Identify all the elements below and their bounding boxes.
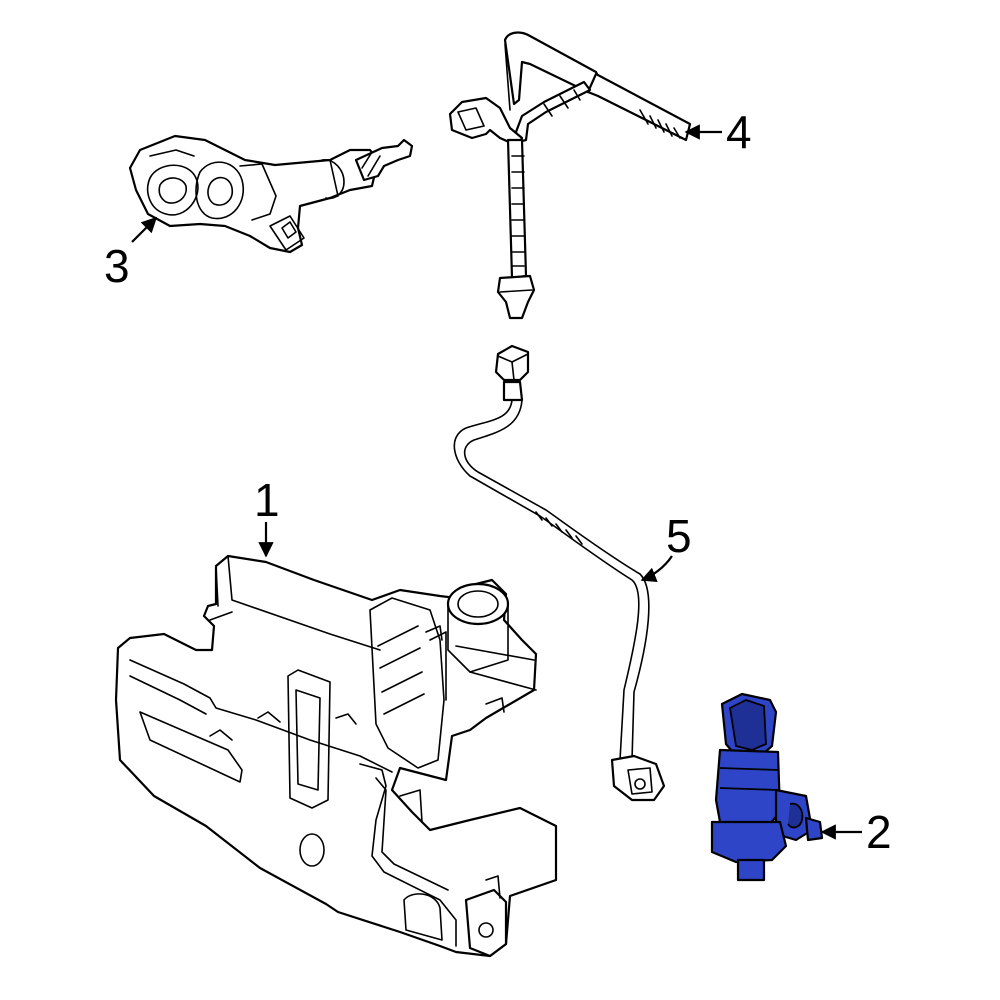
callout-5: 5 — [640, 510, 692, 582]
part-3-actuator[interactable] — [128, 134, 414, 254]
part-5-hose-line[interactable] — [453, 344, 666, 802]
part-1-reservoir[interactable] — [114, 554, 558, 958]
callout-2-label: 2 — [866, 806, 892, 858]
callout-5-label: 5 — [666, 510, 692, 562]
callout-2: 2 — [820, 806, 892, 858]
callout-4: 4 — [684, 106, 752, 158]
callout-1-label: 1 — [254, 474, 280, 526]
callout-3: 3 — [104, 216, 158, 292]
callout-3-label: 3 — [104, 240, 130, 292]
callout-4-label: 4 — [726, 106, 752, 158]
part-2-washer-pump[interactable] — [710, 692, 824, 882]
callout-1: 1 — [254, 474, 280, 558]
part-4-hose[interactable] — [448, 31, 692, 320]
